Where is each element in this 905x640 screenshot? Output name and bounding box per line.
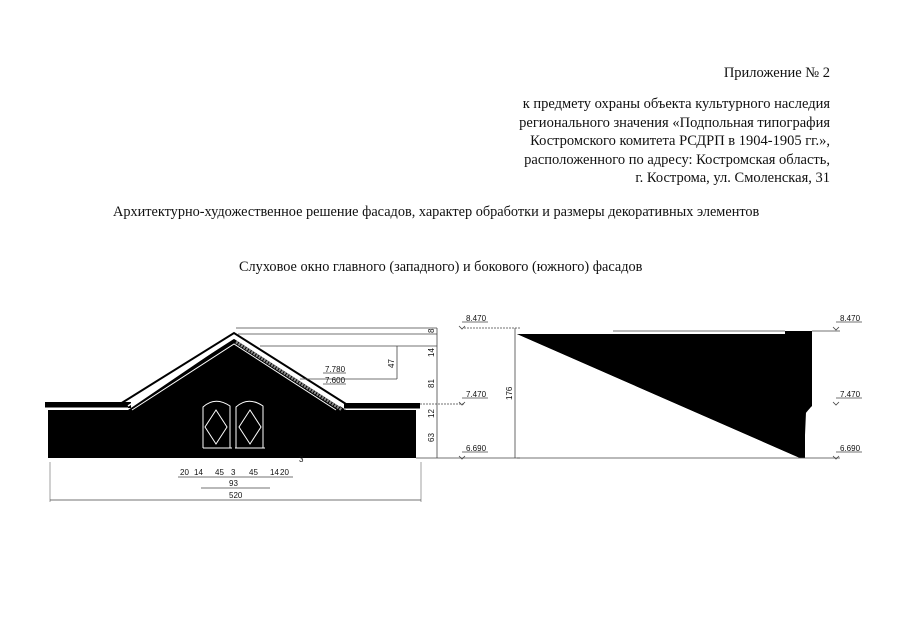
section-title: Архитектурно-художественное решение фаса… bbox=[113, 204, 760, 220]
svg-text:6.690: 6.690 bbox=[466, 444, 487, 453]
dim-93: 93 bbox=[229, 479, 238, 488]
side-facade: 8.470 7.470 6.690 bbox=[517, 314, 862, 460]
header-line: г. Кострома, ул. Смоленская, 31 bbox=[635, 170, 830, 186]
svg-text:8.470: 8.470 bbox=[840, 314, 861, 323]
small-label: 3 bbox=[299, 455, 304, 464]
front-facade: 8 14 81 12 63 47 176 8.470 7.470 6.690 7… bbox=[45, 314, 520, 502]
svg-text:7.470: 7.470 bbox=[840, 390, 861, 399]
side-level-mark-6690: 6.690 bbox=[832, 444, 862, 460]
svg-text:20: 20 bbox=[280, 468, 289, 477]
dim-81: 81 bbox=[427, 379, 436, 388]
svg-text:45: 45 bbox=[215, 468, 224, 477]
svg-text:7.780: 7.780 bbox=[325, 365, 346, 374]
dim-8: 8 bbox=[427, 328, 436, 333]
header-line: Костромского комитета РСДРП в 1904-1905 … bbox=[530, 133, 830, 149]
dim-520: 520 bbox=[229, 491, 243, 500]
svg-text:45: 45 bbox=[249, 468, 258, 477]
svg-text:3: 3 bbox=[231, 468, 236, 477]
svg-text:7.470: 7.470 bbox=[466, 390, 487, 399]
side-level-mark-8470: 8.470 bbox=[832, 314, 862, 331]
side-level-mark-7470: 7.470 bbox=[832, 390, 862, 406]
svg-text:14: 14 bbox=[194, 468, 203, 477]
svg-text:14: 14 bbox=[270, 468, 279, 477]
header-block: к предмету охраны объекта культурного на… bbox=[519, 95, 830, 188]
dim-176: 176 bbox=[505, 386, 514, 400]
svg-text:8.470: 8.470 bbox=[466, 314, 487, 323]
dim-12: 12 bbox=[427, 409, 436, 418]
inner-marks: 7.780 7.600 bbox=[323, 365, 346, 385]
svg-text:20: 20 bbox=[180, 468, 189, 477]
header-line: расположенного по адресу: Костромская об… bbox=[524, 151, 830, 168]
dormer-window-right bbox=[235, 400, 265, 449]
drawing-title: Слуховое окно главного (западного) и бок… bbox=[239, 259, 643, 275]
dim-63: 63 bbox=[427, 433, 436, 442]
level-mark-7470: 7.470 bbox=[458, 390, 488, 406]
appendix-label: Приложение № 2 bbox=[723, 65, 830, 81]
dormer-window-left bbox=[202, 400, 232, 449]
level-mark-8470: 8.470 bbox=[458, 314, 488, 330]
header-line: регионального значения «Подпольная типог… bbox=[519, 114, 830, 131]
dim-14: 14 bbox=[427, 348, 436, 357]
dim-47: 47 bbox=[387, 359, 396, 368]
svg-text:6.690: 6.690 bbox=[840, 444, 861, 453]
header-line: к предмету охраны объекта культурного на… bbox=[522, 96, 830, 112]
svg-text:7.600: 7.600 bbox=[325, 376, 346, 385]
level-mark-6690: 6.690 bbox=[458, 444, 488, 460]
